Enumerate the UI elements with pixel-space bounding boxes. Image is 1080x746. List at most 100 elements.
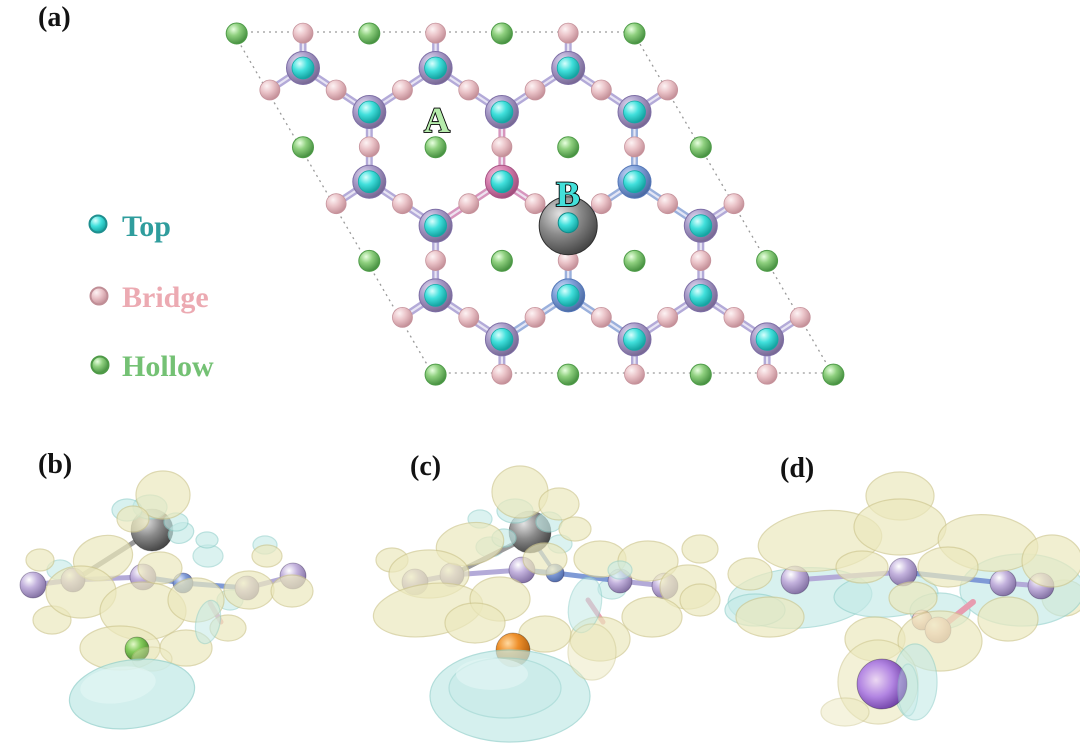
bridge-site-atom bbox=[624, 136, 645, 158]
charge-accumulation-isosurface bbox=[25, 548, 55, 572]
bridge-site-atom bbox=[789, 306, 811, 328]
bridge-site-dot-icon bbox=[89, 286, 109, 306]
hollow-site-atom bbox=[225, 22, 248, 45]
bridge-site-atom bbox=[491, 363, 513, 385]
charge-accumulation-isosurface bbox=[853, 498, 947, 556]
hollow-site-atom bbox=[424, 363, 447, 386]
hollow-site-atom bbox=[822, 363, 845, 386]
top-site-atom-core bbox=[689, 283, 713, 307]
top-site-atom-core bbox=[424, 283, 448, 307]
panel-a-label: (a) bbox=[38, 2, 71, 33]
bridge-site-atom bbox=[325, 193, 347, 215]
charge-accumulation-isosurface bbox=[679, 583, 721, 617]
top-site-atom-core bbox=[357, 170, 381, 194]
panel-a-lattice bbox=[225, 22, 845, 386]
top-site-atom-core bbox=[291, 56, 315, 80]
top-site-atom-core bbox=[689, 214, 713, 238]
hollow-site-dot-icon bbox=[90, 355, 110, 375]
top-site-atom-core bbox=[623, 327, 646, 351]
bridge-site-atom bbox=[657, 193, 679, 215]
hollow-site-atom bbox=[490, 22, 513, 45]
charge-accumulation-isosurface bbox=[135, 470, 191, 520]
charge-accumulation-isosurface bbox=[735, 596, 805, 638]
bridge-site-atom bbox=[723, 193, 745, 215]
top-site-atom-core bbox=[490, 170, 514, 194]
hollow-site-atom bbox=[358, 249, 381, 272]
bridge-site-atom bbox=[292, 22, 314, 44]
hollow-site-atom bbox=[424, 136, 447, 159]
panel-a: (a) Top Bridge Hollow A B bbox=[38, 2, 845, 386]
top-site-atom-core bbox=[490, 100, 514, 124]
hollow-site-atom bbox=[623, 22, 646, 45]
bridge-site-atom bbox=[657, 306, 679, 328]
charge-accumulation-isosurface bbox=[820, 697, 870, 727]
charge-accumulation-isosurface bbox=[444, 602, 506, 644]
panel-d-isosurface bbox=[724, 471, 1080, 727]
hollow-site-atom bbox=[756, 249, 779, 272]
legend-item-bridge: Bridge bbox=[89, 281, 209, 314]
bridge-site-atom bbox=[392, 79, 413, 101]
charge-depletion-isosurface bbox=[456, 658, 528, 690]
charge-accumulation-isosurface bbox=[835, 550, 889, 584]
bridge-site-atom bbox=[392, 306, 413, 328]
bridge-site-atom bbox=[358, 136, 380, 158]
panel-c-isosurface bbox=[372, 465, 721, 743]
legend-label-top: Top bbox=[122, 210, 171, 243]
bridge-site-atom bbox=[458, 79, 480, 101]
charge-accumulation-isosurface bbox=[518, 615, 572, 653]
substrate-atom bbox=[989, 569, 1017, 597]
bridge-site-atom bbox=[491, 136, 513, 158]
charge-depletion-isosurface bbox=[194, 599, 222, 645]
bridge-site-atom bbox=[325, 79, 347, 101]
hollow-site-atom bbox=[557, 363, 580, 386]
charge-depletion-isosurface bbox=[195, 531, 219, 549]
bridge-site-atom bbox=[524, 193, 546, 215]
panel-b-isosurface bbox=[19, 470, 314, 730]
site-label-b: B bbox=[556, 174, 580, 214]
bridge-site-atom bbox=[723, 306, 745, 328]
charge-accumulation-isosurface bbox=[1021, 534, 1080, 588]
bridge-site-atom bbox=[458, 193, 480, 215]
charge-accumulation-isosurface bbox=[522, 542, 568, 576]
charge-accumulation-isosurface bbox=[888, 581, 938, 615]
hollow-site-atom bbox=[557, 136, 580, 159]
bridge-site-atom bbox=[458, 306, 480, 328]
charge-accumulation-isosurface bbox=[491, 465, 549, 519]
hollow-site-atom bbox=[689, 363, 712, 386]
panel-c-label: (c) bbox=[410, 451, 441, 482]
bridge-site-atom bbox=[624, 363, 645, 385]
charge-accumulation-isosurface bbox=[223, 570, 275, 610]
substrate-atom bbox=[19, 571, 47, 599]
charge-accumulation-isosurface bbox=[917, 546, 979, 588]
legend-label-hollow: Hollow bbox=[122, 350, 214, 383]
hollow-site-atom bbox=[490, 249, 513, 272]
bridge-site-atom bbox=[524, 79, 546, 101]
hollow-site-atom bbox=[689, 136, 712, 159]
bridge-site-atom bbox=[259, 79, 281, 101]
bridge-site-atom bbox=[524, 306, 546, 328]
charge-accumulation-isosurface bbox=[681, 534, 719, 564]
bridge-site-atom bbox=[392, 193, 413, 215]
charge-accumulation-isosurface bbox=[137, 551, 183, 585]
legend-label-bridge: Bridge bbox=[122, 281, 209, 314]
legend-item-top: Top bbox=[88, 210, 171, 243]
panel-b-label: (b) bbox=[38, 449, 72, 480]
hollow-site-atom bbox=[292, 136, 314, 159]
top-site-atom-core bbox=[623, 170, 646, 194]
charge-depletion-isosurface bbox=[897, 663, 919, 717]
bridge-site-atom bbox=[590, 306, 612, 328]
charge-accumulation-isosurface bbox=[251, 544, 283, 568]
bridge-site-atom bbox=[590, 79, 612, 101]
charge-depletion-isosurface bbox=[607, 560, 633, 580]
bridge-site-atom bbox=[557, 22, 579, 44]
panel-d-label: (d) bbox=[780, 453, 814, 484]
bridge-site-atom bbox=[690, 250, 712, 271]
charge-accumulation-isosurface bbox=[270, 574, 314, 608]
charge-accumulation-isosurface bbox=[116, 505, 150, 533]
top-site-atom-core bbox=[623, 100, 646, 124]
charge-accumulation-isosurface bbox=[621, 596, 683, 638]
site-label-a: A bbox=[424, 100, 450, 140]
charge-accumulation-isosurface bbox=[538, 487, 580, 521]
